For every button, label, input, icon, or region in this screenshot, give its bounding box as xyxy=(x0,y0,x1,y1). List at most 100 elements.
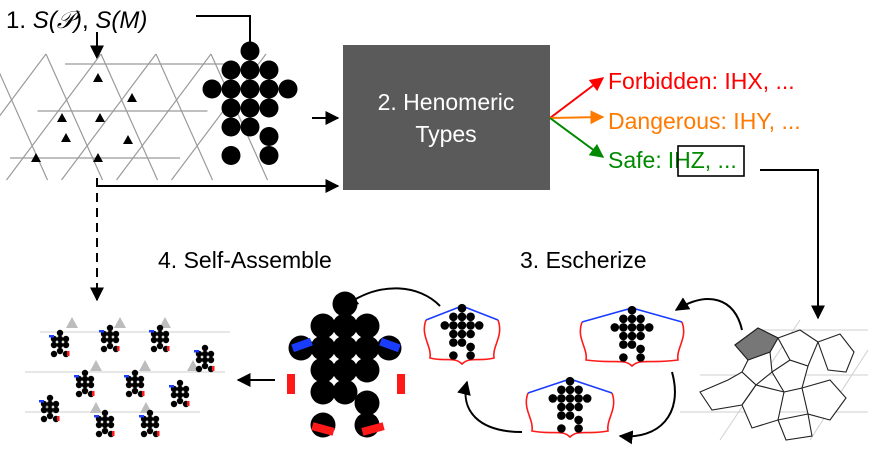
black-disc xyxy=(202,79,222,99)
black-disc xyxy=(100,345,108,353)
black-disc xyxy=(310,335,336,361)
escher-tile xyxy=(777,413,813,441)
red-edge-marker xyxy=(92,391,95,396)
escherize-tile-a xyxy=(423,303,501,366)
black-disc xyxy=(207,350,215,358)
black-disc xyxy=(152,421,160,429)
black-disc xyxy=(75,390,83,398)
black-disc xyxy=(131,375,139,383)
black-disc xyxy=(354,390,380,416)
black-disc xyxy=(449,351,458,360)
henomeric-types-box xyxy=(343,45,550,190)
black-triangle-icon xyxy=(61,133,71,142)
black-disc xyxy=(81,369,89,377)
red-edge-marker xyxy=(287,374,295,394)
black-disc xyxy=(101,415,109,423)
black-triangle-icon xyxy=(95,113,105,122)
curved-arrow-icon xyxy=(618,371,676,445)
black-disc xyxy=(170,400,178,408)
black-disc xyxy=(100,336,108,344)
black-disc xyxy=(46,400,54,408)
black-disc xyxy=(565,385,575,395)
black-disc xyxy=(466,321,475,330)
black-disc xyxy=(627,323,637,332)
black-disc xyxy=(106,336,114,344)
black-triangle-icon xyxy=(31,153,41,162)
black-disc xyxy=(457,312,467,322)
lattice-line xyxy=(61,53,157,181)
black-disc xyxy=(332,379,358,405)
lattice-line xyxy=(45,53,104,181)
black-disc xyxy=(565,394,575,403)
black-disc xyxy=(50,341,58,349)
black-disc xyxy=(50,350,58,358)
black-disc xyxy=(574,402,583,412)
safe-highlight-box xyxy=(677,145,745,177)
escher-tile xyxy=(817,333,855,373)
black-disc xyxy=(156,336,164,344)
black-disc xyxy=(137,381,145,389)
black-disc xyxy=(565,411,575,420)
black-disc xyxy=(557,411,566,420)
black-disc xyxy=(636,314,645,324)
black-disc xyxy=(610,323,620,332)
black-disc xyxy=(106,324,114,332)
black-disc xyxy=(52,400,60,408)
red-edge-marker xyxy=(361,422,385,436)
black-disc xyxy=(332,357,358,383)
lattice-line xyxy=(6,53,102,181)
black-disc xyxy=(636,323,645,332)
black-disc xyxy=(619,353,628,362)
black-disc xyxy=(195,365,203,373)
lattice-line xyxy=(155,53,214,181)
red-edge-marker xyxy=(117,346,120,351)
red-edge-marker xyxy=(67,351,70,356)
black-disc xyxy=(354,357,380,383)
black-disc xyxy=(146,415,154,423)
red-edge-marker xyxy=(167,346,170,351)
red-edge-marker xyxy=(157,431,160,436)
black-disc xyxy=(56,329,64,337)
blue-edge-marker xyxy=(39,400,44,403)
black-triangle-icon xyxy=(57,113,67,122)
grey-triangle xyxy=(114,317,126,328)
tile-motif-large xyxy=(287,291,405,438)
black-disc xyxy=(146,427,154,435)
black-disc xyxy=(457,321,467,330)
escher-tile xyxy=(741,384,785,429)
arrow-icon xyxy=(549,77,605,119)
curved-arrow-icon xyxy=(674,297,743,331)
black-disc xyxy=(619,340,628,349)
black-disc xyxy=(131,369,139,377)
black-disc xyxy=(619,331,628,341)
black-disc xyxy=(56,335,64,343)
black-disc xyxy=(259,79,279,99)
grey-triangle xyxy=(139,360,151,371)
blue-edge-marker xyxy=(99,330,104,333)
black-disc xyxy=(112,336,120,344)
black-disc xyxy=(131,381,139,389)
black-disc xyxy=(310,379,336,405)
black-disc xyxy=(457,338,467,347)
blue-edge-marker xyxy=(124,375,129,378)
red-edge-marker xyxy=(397,374,405,394)
red-edge xyxy=(423,319,501,366)
black-disc xyxy=(627,314,637,324)
black-disc xyxy=(176,379,184,387)
lattice-line xyxy=(116,53,212,181)
black-disc xyxy=(466,342,475,352)
black-disc xyxy=(466,351,475,360)
black-disc xyxy=(354,335,380,361)
black-disc xyxy=(310,313,336,339)
black-disc xyxy=(162,336,170,344)
black-disc xyxy=(240,79,260,99)
black-disc xyxy=(201,356,209,364)
black-disc xyxy=(548,394,558,403)
black-disc xyxy=(46,412,54,420)
black-disc xyxy=(87,375,95,383)
step1-title: 1. S(𝒫), S(M) xyxy=(6,7,147,34)
blue-edge-marker xyxy=(149,330,154,333)
blue-edge-marker xyxy=(291,337,313,353)
black-disc xyxy=(46,406,54,414)
